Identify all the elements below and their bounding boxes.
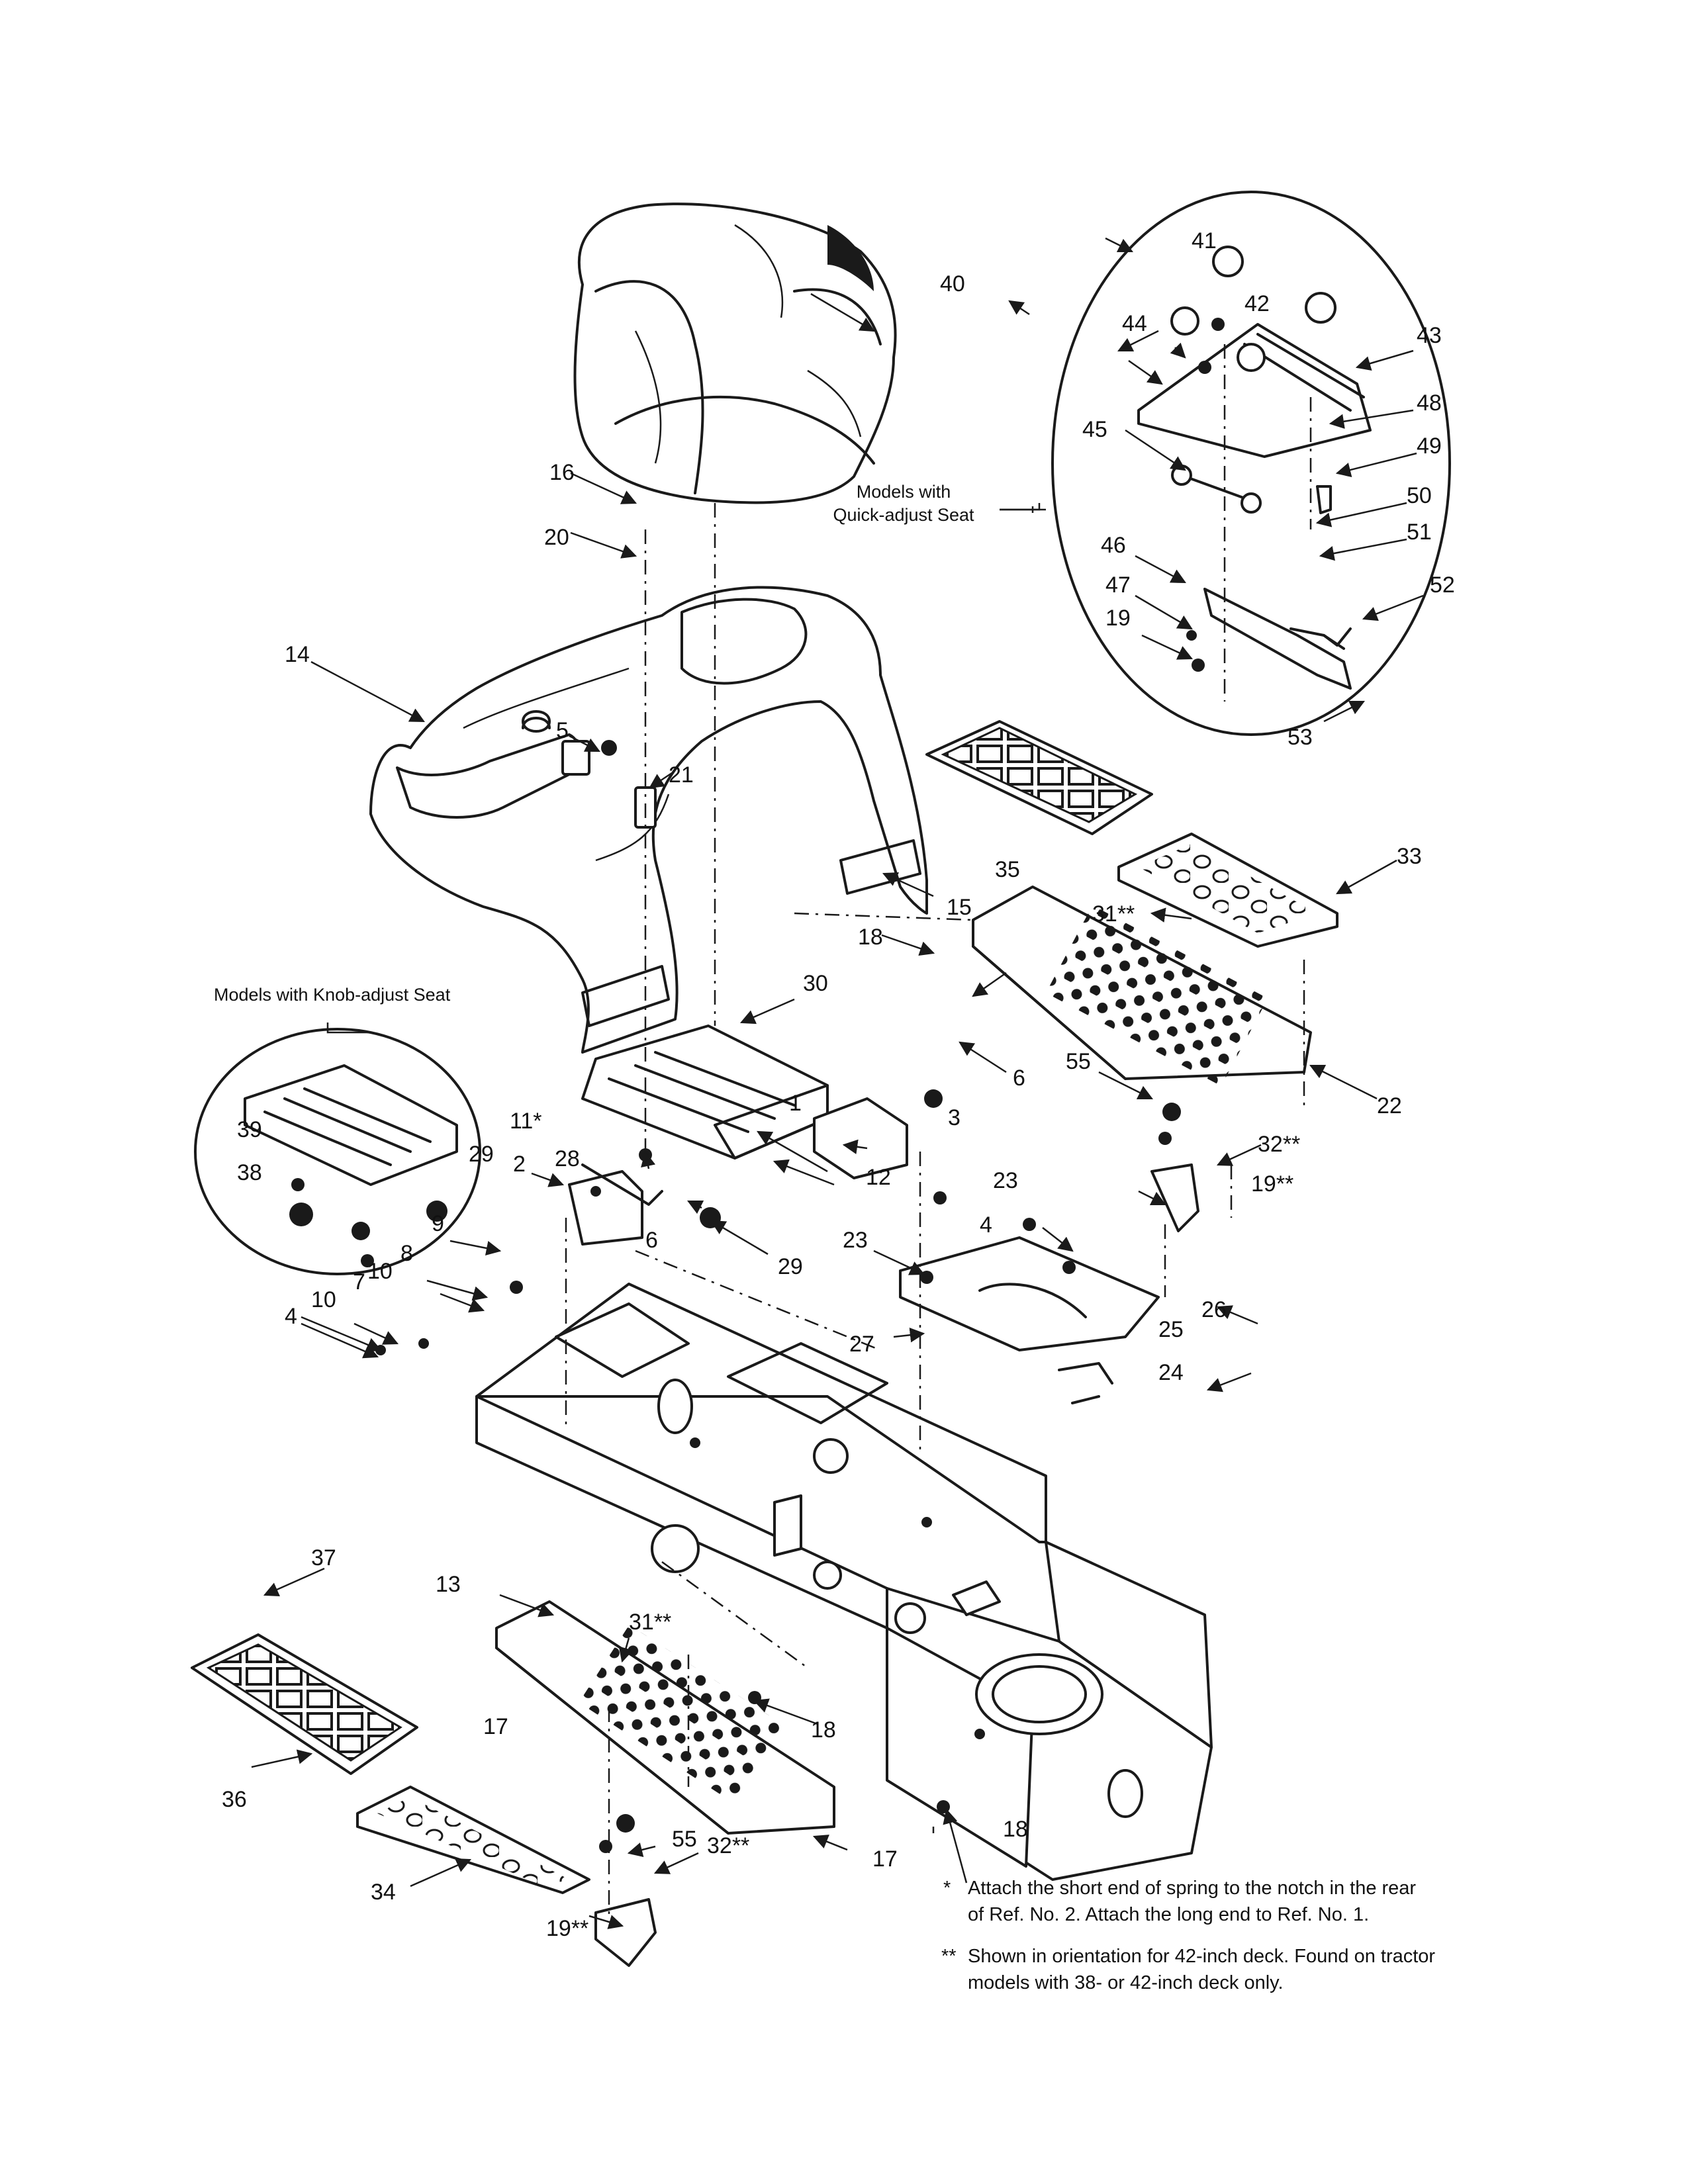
callout-32a: 32**: [1258, 1132, 1300, 1157]
inset-labels: Models with Quick-adjust Seat Models wit…: [214, 482, 974, 1005]
single-star-note-line-2: of Ref. No. 2. Attach the long end to Re…: [968, 1904, 1369, 1925]
quick-adjust-label-line-1: Models with: [857, 482, 951, 502]
callout-6a: 6: [1013, 1066, 1025, 1091]
callout-25: 25: [1158, 1317, 1184, 1342]
callout-24: 24: [1158, 1360, 1184, 1385]
callout-4a: 4: [980, 1212, 992, 1238]
knob-adjust-label: Models with Knob-adjust Seat: [214, 985, 451, 1005]
callout-7: 7: [353, 1269, 365, 1295]
callout-14: 14: [285, 642, 310, 667]
callout-29b: 29: [469, 1142, 494, 1167]
callout-50: 50: [1407, 483, 1432, 508]
callout-13: 13: [436, 1572, 461, 1597]
callout-41: 41: [1192, 228, 1217, 253]
callout-31b: 31**: [629, 1610, 671, 1635]
callout-40: 40: [940, 271, 965, 296]
callout-5: 5: [556, 718, 569, 743]
single-star-marker: *: [943, 1878, 951, 1899]
assembly-centerlines: [565, 344, 1312, 1919]
double-star-note-line-1: Shown in orientation for 42-inch deck. F…: [968, 1946, 1435, 1967]
callout-20: 20: [544, 525, 569, 550]
callout-21: 21: [669, 762, 694, 788]
left-footrest-part-13: [495, 1600, 835, 1835]
callout-19c: 19**: [546, 1916, 588, 1941]
callout-18b: 18: [811, 1717, 836, 1743]
callout-1: 1: [789, 1091, 802, 1116]
callout-44: 44: [1122, 311, 1147, 336]
callout-4b: 4: [285, 1304, 297, 1329]
callout-18c: 18: [1003, 1817, 1028, 1842]
callout-12: 12: [866, 1165, 891, 1190]
left-mat-part-36: [191, 1633, 418, 1775]
double-star-note-line-2: models with 38- or 42-inch deck only.: [968, 1972, 1284, 1993]
right-mat-part-35: [925, 720, 1153, 835]
callout-28: 28: [555, 1146, 580, 1171]
callout-47: 47: [1105, 572, 1131, 598]
callout-17b: 17: [872, 1846, 898, 1872]
callout-3: 3: [948, 1105, 961, 1130]
callout-labels: 1 2 3 4 4 5 6 6 7 8 9 10 10 11* 12 13 14…: [222, 228, 1455, 1941]
callout-15: 15: [947, 895, 972, 920]
callout-34: 34: [371, 1880, 396, 1905]
callout-10a: 10: [367, 1259, 393, 1284]
callout-26: 26: [1201, 1297, 1227, 1322]
callout-29a: 29: [778, 1254, 803, 1279]
callout-32b: 32**: [707, 1833, 749, 1858]
quick-adjust-label-line-2: Quick-adjust Seat: [833, 505, 974, 525]
callout-30: 30: [803, 971, 828, 996]
callout-51: 51: [1407, 520, 1432, 545]
seat-part-40: [573, 203, 897, 504]
double-star-marker: **: [941, 1946, 957, 1967]
main-frame: [475, 1283, 1213, 1881]
knob-adjust-inset: [194, 1028, 481, 1275]
callout-46: 46: [1101, 533, 1126, 558]
single-star-note-line-1: Attach the short end of spring to the no…: [968, 1878, 1416, 1899]
callout-8: 8: [400, 1241, 413, 1266]
callout-55a: 55: [1066, 1049, 1091, 1074]
callout-27: 27: [849, 1332, 874, 1357]
callout-38: 38: [237, 1160, 262, 1185]
callout-9: 9: [432, 1211, 444, 1236]
callout-10b: 10: [311, 1287, 336, 1312]
left-plate-part-34: [356, 1786, 590, 1894]
callout-39: 39: [237, 1117, 262, 1142]
callout-36: 36: [222, 1787, 247, 1812]
callout-19a: 19: [1105, 606, 1131, 631]
callout-22: 22: [1377, 1093, 1402, 1118]
callout-45: 45: [1082, 417, 1107, 442]
callout-33: 33: [1397, 844, 1422, 869]
callout-23b: 23: [843, 1228, 868, 1253]
callout-43: 43: [1417, 323, 1442, 348]
right-footrest-part-22: [972, 886, 1312, 1087]
callout-16: 16: [549, 460, 575, 485]
callout-48: 48: [1417, 390, 1442, 416]
callout-17a: 17: [483, 1714, 508, 1739]
callout-49: 49: [1417, 433, 1442, 459]
callout-18a: 18: [858, 925, 883, 950]
callout-6b: 6: [645, 1228, 658, 1253]
callout-23a: 23: [993, 1168, 1018, 1193]
quick-adjust-inset: [1051, 191, 1451, 736]
callout-55b: 55: [672, 1827, 697, 1852]
callout-37: 37: [311, 1545, 336, 1570]
leader-lines: [251, 237, 1424, 1929]
callout-35: 35: [995, 857, 1020, 882]
callout-42: 42: [1244, 291, 1270, 316]
callout-53: 53: [1288, 725, 1313, 750]
fender-part-14: [369, 586, 928, 1054]
footnotes: * Attach the short end of spring to the …: [941, 1878, 1435, 1993]
callout-2: 2: [513, 1152, 526, 1177]
callout-11: 11*: [510, 1109, 542, 1134]
right-plate-part-33: [1117, 833, 1338, 948]
callout-19b: 19**: [1251, 1171, 1293, 1197]
callout-31a: 31**: [1092, 901, 1135, 927]
small-parts: [361, 1089, 1199, 1967]
callout-52: 52: [1430, 572, 1455, 598]
